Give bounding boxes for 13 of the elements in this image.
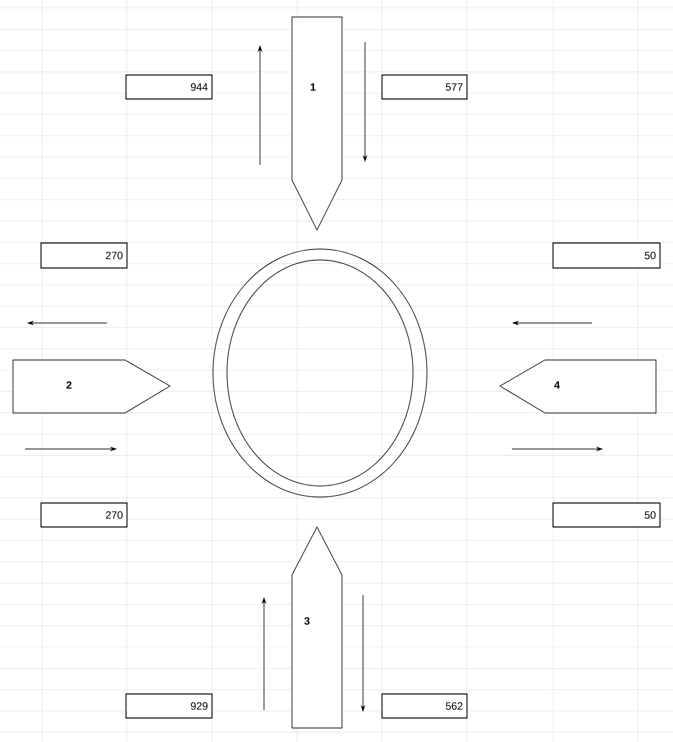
road-arm: 2 (12, 360, 171, 414)
value-box: 270 (40, 242, 128, 268)
value-box: 50 (552, 242, 660, 268)
road-arm: 1 (292, 16, 342, 231)
value-box: 562 (382, 694, 468, 718)
value-box: 929 (126, 694, 212, 718)
road-arm: 3 (292, 526, 342, 728)
value-box: 944 (126, 74, 212, 100)
value-box: 50 (552, 502, 660, 528)
road-arm: 4 (499, 360, 656, 414)
value-box: 270 (40, 502, 128, 528)
roundabout-ellipse (212, 248, 428, 498)
value-box: 577 (382, 74, 468, 100)
